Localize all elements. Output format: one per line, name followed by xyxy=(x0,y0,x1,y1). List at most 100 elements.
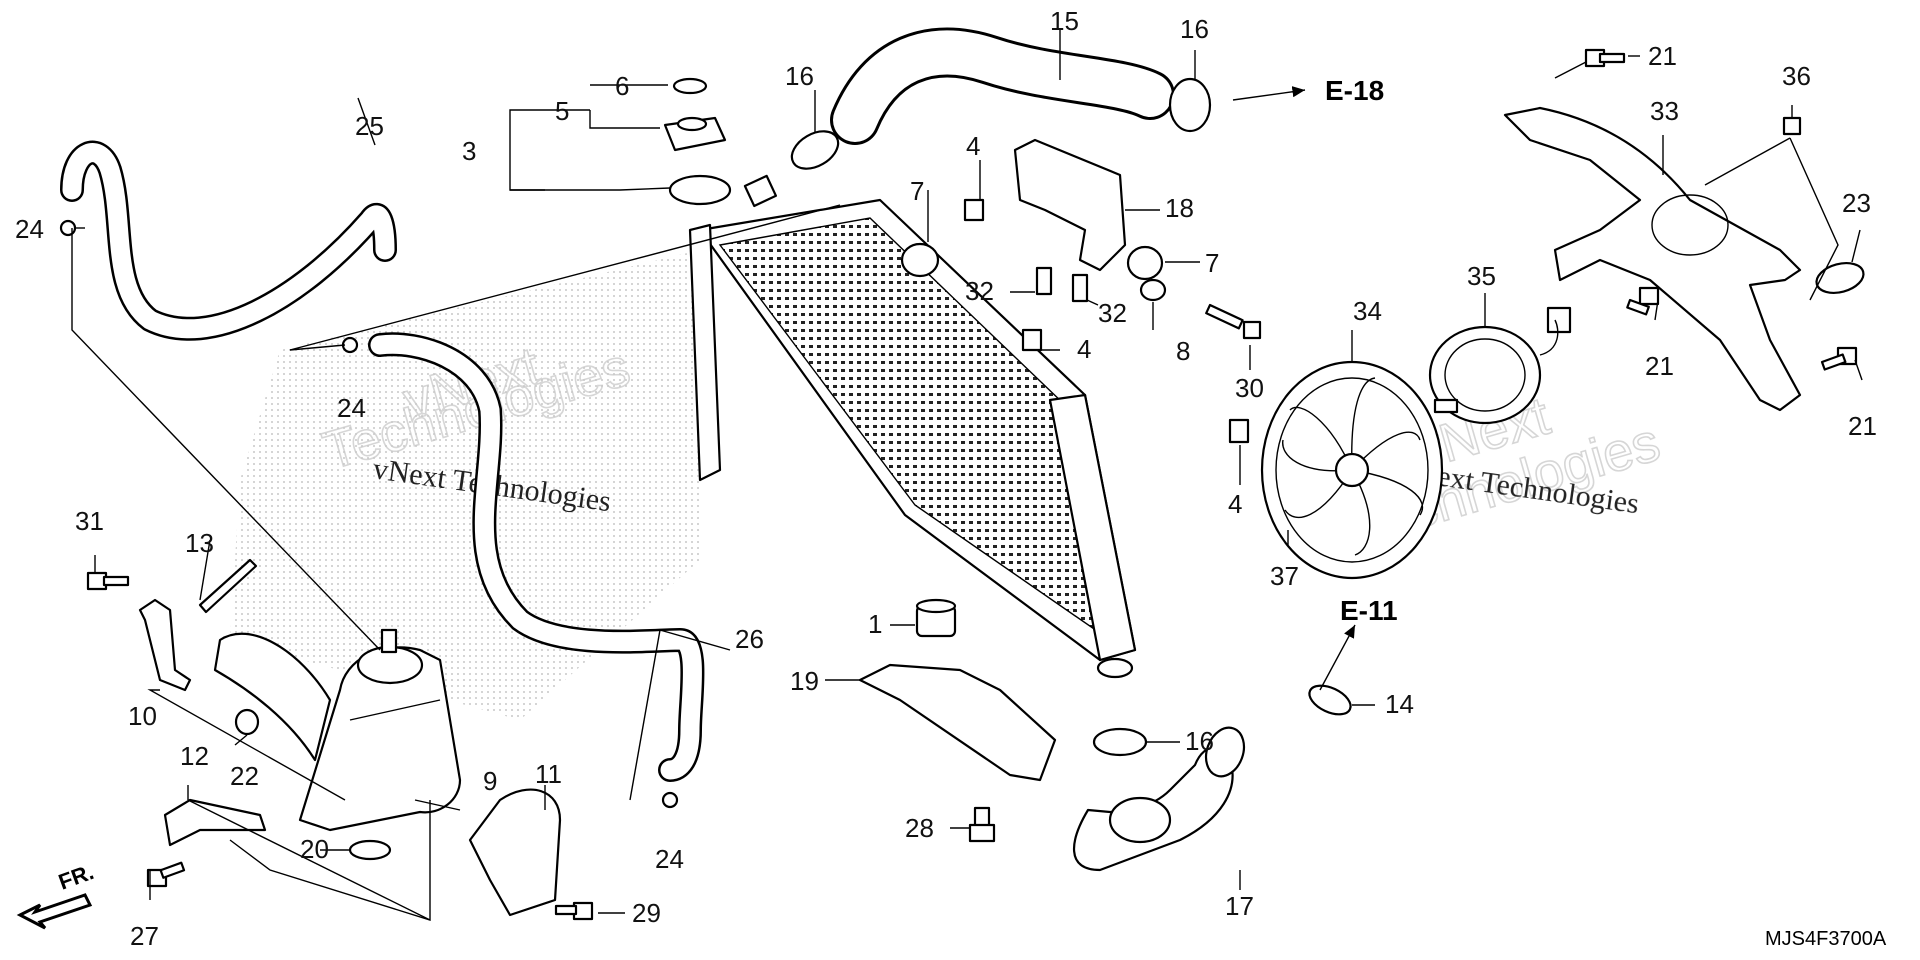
clip-nut-part xyxy=(963,198,985,222)
callout-20: 20 xyxy=(300,834,329,864)
radiator-stay-part xyxy=(1013,138,1127,272)
mounting-grommet-part xyxy=(900,242,940,278)
leader-lines xyxy=(71,30,1863,921)
callout-17: 17 xyxy=(1225,891,1254,921)
callout-3: 3 xyxy=(462,136,476,166)
callout-25: 25 xyxy=(355,111,384,141)
shroud-opening xyxy=(1651,194,1729,256)
mounting-grommet-part xyxy=(1126,245,1164,281)
bolt-part xyxy=(86,571,130,591)
callout-4: 4 xyxy=(1228,489,1242,519)
callout-24: 24 xyxy=(15,214,44,244)
callout-31: 31 xyxy=(75,506,104,536)
callout-23: 23 xyxy=(1842,188,1871,218)
callout-21: 21 xyxy=(1645,351,1674,381)
tank-bracket-part xyxy=(138,598,192,692)
rubber-mount-part xyxy=(915,598,957,638)
shading-area xyxy=(230,250,700,720)
hose-clamp-part xyxy=(790,130,840,170)
bolt-part xyxy=(1584,48,1626,68)
callout-1: 1 xyxy=(868,609,882,639)
radiator-inlet xyxy=(743,174,778,208)
callout-24: 24 xyxy=(655,844,684,874)
clip-nut-part xyxy=(1021,328,1043,352)
hose-clip-part xyxy=(661,791,679,809)
callout-5: 5 xyxy=(555,96,569,126)
front-direction-arrow: FR. xyxy=(16,859,97,930)
collar-part xyxy=(1139,278,1167,302)
callout-9: 9 xyxy=(483,766,497,796)
reservoir-hose-part xyxy=(368,332,705,782)
lower-bracket-part xyxy=(858,663,1057,782)
callout-14: 14 xyxy=(1385,689,1414,719)
callout-29: 29 xyxy=(632,898,661,928)
callout-19: 19 xyxy=(790,666,819,696)
clip-nut-part xyxy=(1228,418,1250,444)
callout-22: 22 xyxy=(230,761,259,791)
callout-26: 26 xyxy=(735,624,764,654)
tank-cover-part xyxy=(468,788,562,917)
upper-hose-part xyxy=(830,27,1175,145)
fan-shroud-part xyxy=(1503,106,1802,412)
hose-clamp-part xyxy=(1168,77,1212,133)
callout-4: 4 xyxy=(1077,334,1091,364)
screw-part xyxy=(1035,266,1053,296)
radiator-part xyxy=(688,198,1137,679)
callout-37: 37 xyxy=(1270,561,1299,591)
callout-8: 8 xyxy=(1176,336,1190,366)
callout-28: 28 xyxy=(905,813,934,843)
callout-15: 15 xyxy=(1050,6,1079,36)
radiator-filler-neck xyxy=(668,174,732,206)
hose-clamp-part xyxy=(1092,727,1148,757)
callout-10: 10 xyxy=(128,701,157,731)
svg-text:FR.: FR. xyxy=(55,859,97,895)
clamp-band-part xyxy=(198,558,258,614)
callout-numbers: 1 3 4 4 4 5 6 7 7 8 9 10 11 12 13 14 15 … xyxy=(15,6,1877,951)
callout-35: 35 xyxy=(1467,261,1496,291)
diagram-code: MJS4F3700A xyxy=(1765,928,1887,950)
callout-32: 32 xyxy=(965,276,994,306)
callout-27: 27 xyxy=(130,921,159,951)
callout-7: 7 xyxy=(910,176,924,206)
callout-24: 24 xyxy=(337,393,366,423)
callout-21: 21 xyxy=(1848,411,1877,441)
cooling-fan-part xyxy=(1260,360,1444,580)
hose-clip-part xyxy=(341,336,359,354)
grommet-part xyxy=(348,839,392,861)
reference-e18: E-18 xyxy=(1325,75,1384,106)
overflow-hose-part xyxy=(60,140,397,341)
bolt-part xyxy=(1626,286,1660,316)
callout-6: 6 xyxy=(615,71,629,101)
cap-seal-part xyxy=(672,77,708,95)
reference-e11: E-11 xyxy=(1340,595,1398,626)
callout-7: 7 xyxy=(1205,248,1219,278)
callout-16: 16 xyxy=(785,61,814,91)
stay-part xyxy=(163,798,267,847)
hose-clamp-part xyxy=(1308,684,1352,716)
nut-part xyxy=(1782,116,1802,136)
callout-4: 4 xyxy=(966,131,980,161)
callout-34: 34 xyxy=(1353,296,1382,326)
wire-clamp-part xyxy=(1815,262,1865,294)
callout-12: 12 xyxy=(180,741,209,771)
hose-clip-part xyxy=(59,219,77,237)
radiator-cap-part xyxy=(663,116,727,152)
callout-21: 21 xyxy=(1648,41,1677,71)
callout-18: 18 xyxy=(1165,193,1194,223)
bolt-part xyxy=(1205,303,1262,340)
reservoir-tank-part xyxy=(213,628,462,832)
bolt-part xyxy=(554,901,594,921)
bolt-part xyxy=(1820,346,1858,371)
fan-motor-part xyxy=(1428,306,1572,425)
callout-36: 36 xyxy=(1782,61,1811,91)
callout-32: 32 xyxy=(1098,298,1127,328)
callout-16: 16 xyxy=(1180,14,1209,44)
callout-11: 11 xyxy=(535,759,562,789)
callout-16: 16 xyxy=(1185,726,1214,756)
lower-hose-part xyxy=(1072,726,1246,872)
callout-33: 33 xyxy=(1650,96,1679,126)
collar-part xyxy=(234,708,260,736)
callout-30: 30 xyxy=(1235,373,1264,403)
callout-13: 13 xyxy=(185,528,214,558)
